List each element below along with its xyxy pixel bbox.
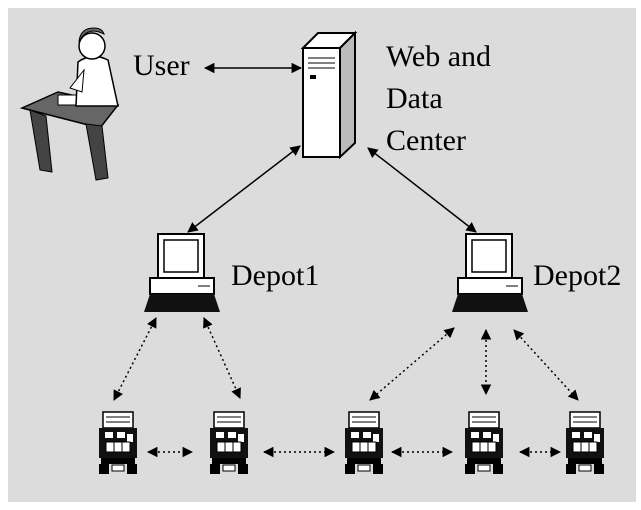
depot1-computer-icon (144, 233, 220, 312)
link-depot1-device2 (203, 317, 241, 399)
link-server-depot2 (367, 147, 477, 233)
center-label-line-1: Web and (386, 40, 492, 73)
link-server-depot1 (187, 145, 301, 233)
field-device-4-icon (464, 411, 504, 475)
depot2-computer-icon (452, 233, 528, 312)
depot1-label: Depot1 (231, 259, 320, 292)
depot2-label: Depot2 (533, 259, 622, 292)
server-icon (300, 30, 358, 160)
field-device-3-icon (344, 411, 384, 475)
field-device-2-icon (209, 411, 249, 475)
link-depot1-device1 (113, 317, 157, 401)
field-device-1-icon (98, 411, 138, 475)
center-label-line-2: Data (386, 82, 443, 115)
user-label: User (133, 49, 190, 82)
user-figure-icon (19, 27, 120, 181)
link-depot2-device5 (513, 329, 579, 401)
link-depot2-device3 (369, 327, 455, 401)
center-label-line-3: Center (386, 124, 466, 157)
field-device-5-icon (565, 411, 605, 475)
web-data-center-label: Web and Data Center (386, 36, 491, 162)
